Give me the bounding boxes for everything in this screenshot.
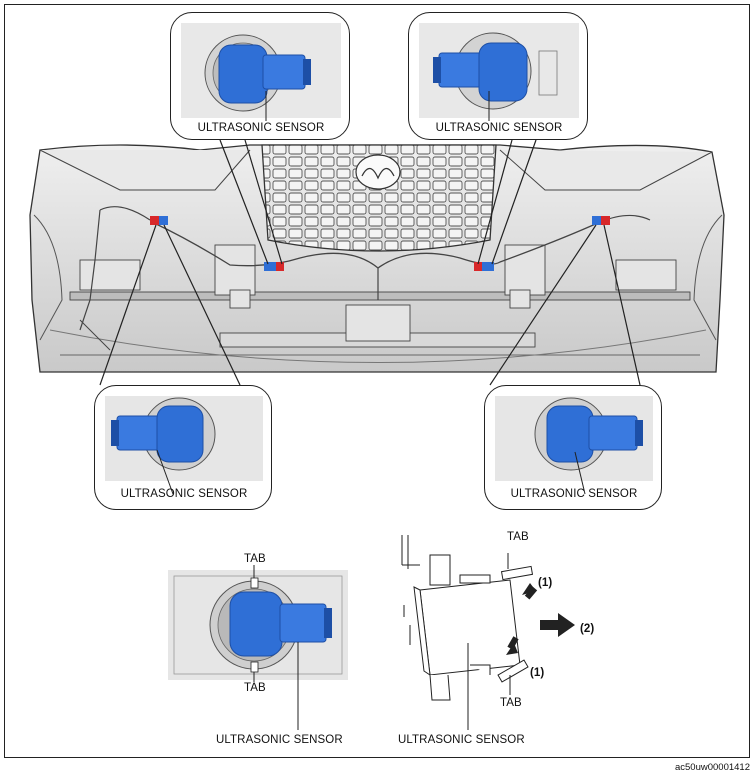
pull-arrow	[540, 613, 575, 637]
sensor-label: ULTRASONIC SENSOR	[120, 488, 248, 500]
tab-label-bottom: TAB	[244, 682, 266, 694]
sensor-label: ULTRASONIC SENSOR	[435, 122, 563, 134]
tab-label-right-top: TAB	[507, 531, 529, 543]
bumper-shell	[29, 144, 725, 373]
sensor-closeup-top-left	[181, 23, 341, 121]
sensor-closeup-mid-left	[105, 396, 263, 495]
callout-mid-right: ULTRASONIC SENSOR	[484, 385, 662, 510]
tab-parts	[497, 565, 534, 683]
sensor-label: ULTRASONIC SENSOR	[510, 488, 638, 500]
tab-label-top: TAB	[244, 553, 266, 565]
step-1-label-top: (1)	[538, 577, 553, 589]
emblem	[355, 154, 401, 190]
sensor-label: ULTRASONIC SENSOR	[197, 122, 325, 134]
sensor-label-bottom-left: ULTRASONIC SENSOR	[216, 734, 343, 746]
press-arrows	[506, 583, 538, 655]
sensor-closeup-mid-right	[495, 396, 653, 495]
callout-top-left: ULTRASONIC SENSOR	[170, 12, 350, 140]
callout-top-right: ULTRASONIC SENSOR	[408, 12, 588, 140]
callout-mid-left: ULTRASONIC SENSOR	[94, 385, 272, 510]
sensor-closeup-top-right	[419, 23, 579, 121]
bumper-sensor-markers	[150, 216, 610, 271]
sensor-removal-diagram	[401, 535, 575, 730]
leader-lines	[99, 139, 641, 386]
sensor-tab-detail	[168, 565, 348, 730]
step-1-label-bottom: (1)	[530, 667, 545, 679]
tab-label-right-bottom: TAB	[500, 697, 522, 709]
figure-code: ac50uw00001412	[674, 762, 750, 773]
figure-frame	[4, 4, 750, 758]
sensor-label-bottom-right: ULTRASONIC SENSOR	[398, 734, 525, 746]
step-2-label: (2)	[580, 623, 595, 635]
